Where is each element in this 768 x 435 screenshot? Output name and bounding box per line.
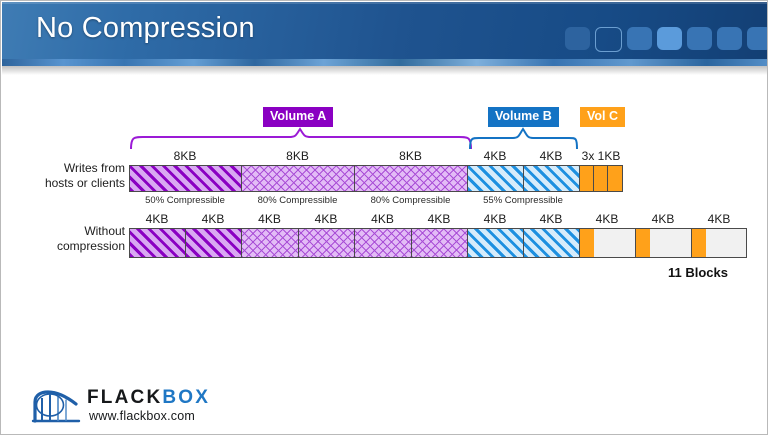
- row2-size-label-11: 4KB: [707, 212, 731, 226]
- block-11: [692, 229, 746, 257]
- row2-size-label-1: 4KB: [145, 212, 169, 226]
- row1-size-label-5: 4KB: [539, 149, 563, 163]
- row1-compressible-label-2: 80% Compressible: [257, 195, 338, 206]
- volC-write-segment-1: [580, 166, 594, 191]
- volume-a-tag: Volume A: [263, 107, 334, 127]
- block-3: [242, 229, 299, 257]
- logo-url: www.flackbox.com: [89, 409, 196, 423]
- row2-size-label-5: 4KB: [371, 212, 394, 226]
- header-drop-shadow: [2, 66, 767, 75]
- row1-size-label-1: 8KB: [173, 149, 197, 163]
- volB-write-segment-2: [524, 166, 580, 191]
- volume-b-tag: Volume B: [488, 107, 559, 127]
- row1-label-line1: Writes from: [63, 161, 125, 175]
- volume-a-brace: [130, 127, 472, 150]
- row2-size-label-9: 4KB: [595, 212, 619, 226]
- block-5: [355, 229, 412, 257]
- header-decoration-squares: [565, 27, 767, 52]
- flackbox-logo[interactable]: FLACKBOX www.flackbox.com: [31, 386, 251, 430]
- block-11-used-sliver: [692, 229, 706, 257]
- row1-size-label-4: 4KB: [483, 149, 507, 163]
- row2-size-label-4: 4KB: [314, 212, 338, 226]
- volume-b-brace: [469, 127, 578, 150]
- flackbox-bridge-icon: [31, 390, 81, 423]
- flackbox-wordmark: FLACKBOX: [87, 387, 210, 409]
- block-7: [468, 229, 524, 257]
- row2-size-label-3: 4KB: [258, 212, 281, 226]
- volA-write-segment-1: [130, 166, 242, 191]
- row1-compressible-label-4: 55% Compressible: [483, 195, 563, 206]
- volC-write-segment-2: [594, 166, 608, 191]
- block-10: [636, 229, 692, 257]
- row2-size-label-6: 4KB: [427, 212, 451, 226]
- header-square-4-bright: [657, 27, 682, 50]
- block-4: [299, 229, 355, 257]
- header-square-6: [717, 27, 742, 50]
- block-8: [524, 229, 580, 257]
- row2-label-line1: Without: [84, 224, 125, 238]
- row1-size-label-3: 8KB: [399, 149, 422, 163]
- row2-size-label-10: 4KB: [651, 212, 675, 226]
- header-square-2-outline: [595, 27, 622, 52]
- row1-size-label-6: 3x 1KB: [581, 149, 621, 163]
- header-square-1: [565, 27, 590, 50]
- row2-size-label-7: 4KB: [483, 212, 507, 226]
- header-square-5: [687, 27, 712, 50]
- block-1: [130, 229, 186, 257]
- volC-write-segment-3: [608, 166, 622, 191]
- volA-write-segment-2: [242, 166, 355, 191]
- logo-name-dark: FLACK: [87, 387, 163, 408]
- row1-label-line2: hosts or clients: [44, 176, 125, 190]
- volA-write-segment-3: [355, 166, 468, 191]
- block-9: [580, 229, 636, 257]
- row2-size-label-8: 4KB: [539, 212, 563, 226]
- block-6: [412, 229, 468, 257]
- row1-bar: [129, 165, 623, 192]
- block-9-used-sliver: [580, 229, 594, 257]
- row1-compressible-label-3: 80% Compressible: [370, 195, 451, 206]
- block-2: [186, 229, 242, 257]
- slide-header: No Compression: [2, 2, 767, 66]
- compression-diagram: Volume A Volume B Vol C Writes from host…: [1, 75, 767, 305]
- row2-label-line2: compression: [56, 239, 125, 253]
- row1-size-label-2: 8KB: [286, 149, 309, 163]
- volume-c-tag: Vol C: [580, 107, 626, 127]
- header-glow-strip: [2, 59, 767, 66]
- header-square-7: [747, 27, 767, 50]
- row2-size-label-2: 4KB: [201, 212, 225, 226]
- row2-bar: [129, 228, 747, 258]
- blocks-total-label: 11 Blocks: [668, 265, 728, 280]
- logo-name-blue: BOX: [162, 387, 211, 408]
- block-10-used-sliver: [636, 229, 650, 257]
- header-square-3: [627, 27, 652, 50]
- volB-write-segment-1: [468, 166, 524, 191]
- page-title: No Compression: [36, 12, 255, 44]
- row1-compressible-label-1: 50% Compressible: [145, 195, 225, 206]
